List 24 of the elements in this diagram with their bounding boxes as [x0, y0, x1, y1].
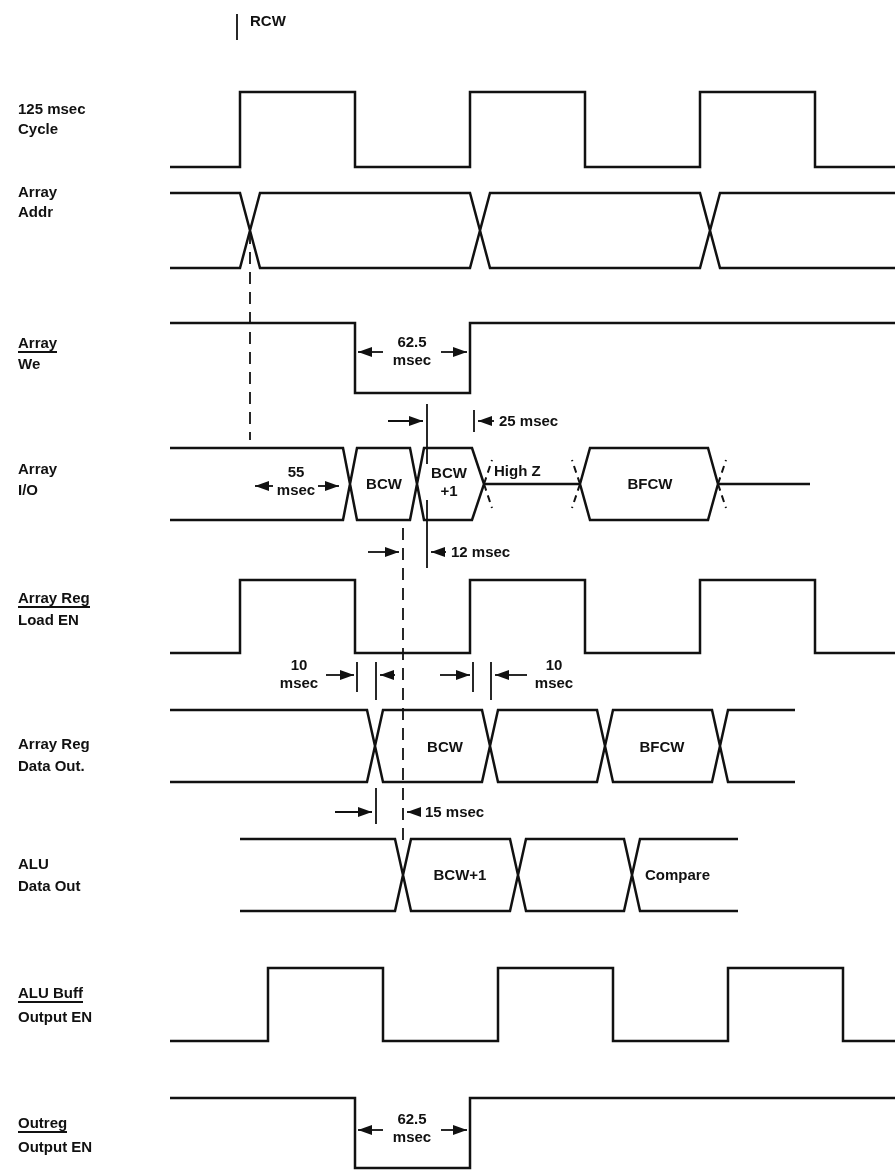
signal-name: Output EN	[18, 1138, 93, 1156]
signal-name: Array Reg	[18, 590, 90, 608]
signal-name: Outreg	[18, 1115, 68, 1133]
signal-name: Data Out.	[18, 757, 85, 775]
timing-label: Compare	[645, 866, 711, 884]
signal-name: Data Out	[18, 877, 81, 895]
timing-label: 25 msec	[499, 412, 559, 430]
signal-name: 125 msec	[18, 100, 86, 118]
signal-name: Array Reg	[18, 735, 90, 753]
signal-name: We	[18, 355, 41, 373]
signal-name: Cycle	[18, 120, 59, 138]
timing-label: 12 msec	[451, 543, 511, 561]
signal-name: Array	[18, 335, 58, 353]
timing-label: 15 msec	[425, 803, 485, 821]
signal-name: I/O	[18, 481, 38, 499]
signal-name: ALU Buff	[18, 985, 83, 1003]
signal-name: Array	[18, 183, 58, 201]
signal-name: Array	[18, 460, 58, 478]
signal-name: Addr	[18, 203, 53, 221]
signal-name: Load EN	[18, 611, 79, 629]
timing-label: RCW	[250, 12, 286, 30]
timing-label: High Z	[494, 462, 541, 480]
signal-name: ALU	[18, 855, 49, 873]
signal-name: Output EN	[18, 1008, 93, 1026]
